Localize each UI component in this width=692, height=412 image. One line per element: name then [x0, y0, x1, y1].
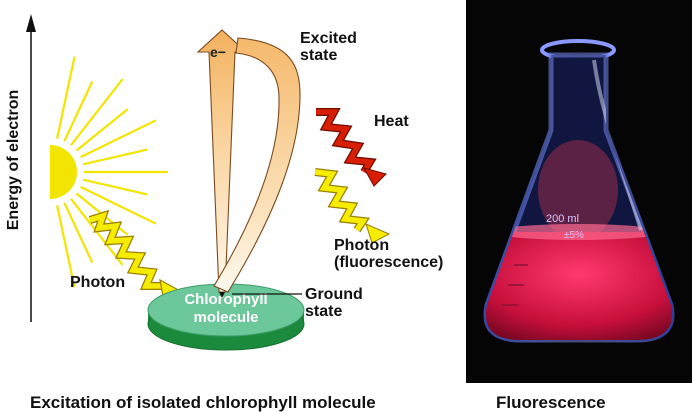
- sun-ray: [82, 178, 148, 196]
- sun-ray: [55, 56, 76, 139]
- flask-marking-volume: 200 ml: [546, 213, 579, 225]
- fluorescence-photo: 200 ml ±5%: [466, 0, 692, 383]
- sun-ray: [63, 80, 94, 142]
- sun-ray: [70, 78, 124, 146]
- sun-ray: [80, 119, 157, 159]
- sun-ray: [63, 202, 94, 264]
- energy-axis: Energy of electron: [5, 14, 36, 322]
- sun-icon: [50, 56, 168, 288]
- photo-caption: Fluorescence: [496, 393, 606, 412]
- heat-wave: [316, 108, 387, 187]
- molecule-label-line1: Chlorophyll: [184, 291, 267, 308]
- excitation-diagram: Energy of electron Chlorophyll molecule …: [5, 14, 391, 351]
- sun-ray: [80, 185, 157, 225]
- fluorescence-photon-label: Photon (fluorescence): [334, 237, 444, 271]
- sun-ray: [55, 205, 76, 288]
- heat-label: Heat: [374, 113, 409, 130]
- excitation-arrow: e−: [196, 29, 248, 293]
- sun-ray: [75, 108, 129, 152]
- flask-marking-tolerance: ±5%: [564, 230, 584, 241]
- electron-label: e−: [210, 44, 226, 60]
- ground-state-label: Ground state: [305, 286, 363, 320]
- chlorophyll-molecule: Chlorophyll molecule: [147, 283, 305, 351]
- relaxation-arrow: [213, 37, 301, 298]
- sun-ray: [82, 148, 148, 166]
- incoming-photon-label: Photon: [70, 274, 126, 291]
- excited-state-label: Excited state: [300, 30, 357, 64]
- diagram-caption: Excitation of isolated chlorophyll molec…: [30, 393, 376, 412]
- fluorescence-photon-wave: [314, 168, 391, 244]
- molecule-label-line2: molecule: [193, 309, 258, 326]
- energy-axis-arrowhead: [26, 14, 36, 32]
- energy-axis-label: Energy of electron: [5, 90, 22, 230]
